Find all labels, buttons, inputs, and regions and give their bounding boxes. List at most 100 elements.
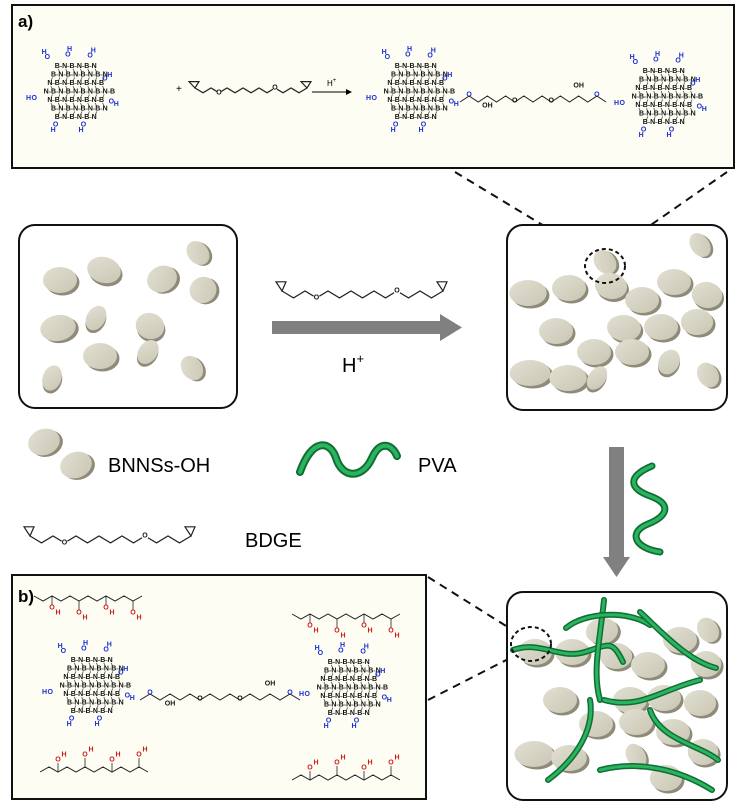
atom-bg bbox=[118, 666, 124, 672]
atom-label: O bbox=[594, 92, 600, 99]
atom-label: B bbox=[51, 106, 56, 113]
atom-label: O bbox=[449, 98, 455, 105]
atom-bg bbox=[420, 89, 426, 95]
atom-label: H bbox=[115, 752, 120, 759]
atom-bg bbox=[100, 657, 106, 664]
atom-label: B bbox=[406, 71, 411, 78]
atom-bg bbox=[394, 97, 400, 104]
atom-bg bbox=[364, 710, 370, 717]
atom-label: O bbox=[633, 59, 639, 66]
atom-label: O bbox=[375, 671, 381, 678]
atom-label: N bbox=[103, 71, 108, 78]
atom-bg bbox=[401, 114, 408, 121]
atom-bg bbox=[364, 659, 370, 666]
atom-bg bbox=[649, 102, 656, 109]
atom-bg bbox=[43, 89, 49, 95]
atom-bg bbox=[405, 72, 411, 78]
atom-label: H bbox=[340, 642, 345, 649]
atom-label: N bbox=[78, 691, 83, 698]
pva-legend-icon bbox=[296, 441, 401, 478]
atom-label: N bbox=[443, 106, 448, 113]
atom-label: H bbox=[366, 95, 371, 102]
atom-label: N bbox=[443, 89, 448, 96]
atom-label: H bbox=[123, 666, 128, 673]
atom-bg bbox=[416, 80, 423, 87]
atom-label: H bbox=[55, 610, 60, 617]
atom-label: B bbox=[395, 97, 400, 104]
atom-label: N bbox=[387, 97, 392, 104]
atom-label: B bbox=[654, 94, 659, 101]
atom-bg bbox=[92, 657, 99, 664]
atom-label: B bbox=[450, 89, 455, 96]
atom-label: B bbox=[115, 674, 120, 681]
atom-label: B bbox=[669, 94, 674, 101]
atom-label: N bbox=[402, 97, 407, 104]
atom-label: N bbox=[646, 94, 651, 101]
atom-label: O bbox=[361, 623, 367, 630]
atom-label: N bbox=[63, 674, 68, 681]
atom-bg bbox=[85, 691, 91, 698]
atom-label: N bbox=[665, 119, 670, 126]
pva-legend-label: PVA bbox=[418, 455, 457, 477]
atom-label: N bbox=[78, 708, 83, 715]
atom-label: N bbox=[646, 111, 651, 118]
atom-label: B bbox=[95, 106, 100, 113]
atom-bg bbox=[100, 691, 106, 698]
atom-label: N bbox=[680, 102, 685, 109]
atom-bg bbox=[77, 657, 84, 664]
atom-label: B bbox=[66, 106, 71, 113]
atom-bg bbox=[664, 102, 671, 109]
atom-bg bbox=[342, 710, 348, 717]
atom-label: B bbox=[55, 114, 60, 121]
atom-label: B bbox=[328, 693, 333, 700]
atom-bg bbox=[646, 94, 652, 100]
atom-label: B bbox=[97, 683, 102, 690]
atom-bg bbox=[50, 72, 57, 78]
atom-bg bbox=[96, 683, 102, 689]
atom-label: N bbox=[376, 702, 381, 709]
atom-label: B bbox=[683, 76, 688, 83]
panel-a-frame bbox=[11, 4, 735, 169]
atom-label: N bbox=[350, 676, 355, 683]
atom-label: O bbox=[690, 80, 696, 87]
atom-label: B bbox=[669, 76, 674, 83]
atom-label: N bbox=[89, 665, 94, 672]
atom-bg bbox=[357, 693, 363, 700]
bnns-oh-legend-icon bbox=[24, 423, 99, 486]
atom-bg bbox=[413, 89, 419, 95]
atom-label: O bbox=[382, 694, 388, 701]
atom-label: B bbox=[643, 85, 648, 92]
atom-label: N bbox=[77, 97, 82, 104]
atom-bg bbox=[125, 683, 132, 689]
atom-bg bbox=[89, 683, 95, 689]
atom-bg bbox=[672, 102, 678, 109]
atom-label: O bbox=[307, 765, 313, 772]
atom-label: H bbox=[26, 95, 31, 102]
atom-label: N bbox=[417, 114, 422, 121]
plus-sign: + bbox=[176, 84, 182, 95]
atom-bg bbox=[420, 72, 426, 78]
atom-bg bbox=[387, 97, 393, 104]
atom-bg bbox=[84, 97, 90, 104]
atom-label: H bbox=[94, 721, 99, 728]
atom-label: B bbox=[97, 665, 102, 672]
atom-bg bbox=[338, 685, 344, 691]
atom-label: N bbox=[88, 106, 93, 113]
atom-label: O bbox=[55, 757, 61, 764]
atom-label: B bbox=[342, 659, 347, 666]
atom-label: N bbox=[317, 685, 322, 692]
atom-label: B bbox=[395, 114, 400, 121]
atom-label: N bbox=[103, 89, 108, 96]
atom-bg bbox=[368, 702, 374, 708]
atom-bg bbox=[118, 700, 124, 706]
atom-label: N bbox=[376, 667, 381, 674]
atom-label: N bbox=[331, 667, 336, 674]
atom-label: B bbox=[339, 667, 344, 674]
atom-bg bbox=[58, 89, 64, 95]
atom-bg bbox=[357, 710, 363, 717]
atom-label: B bbox=[51, 71, 56, 78]
atom-bg bbox=[657, 85, 663, 92]
